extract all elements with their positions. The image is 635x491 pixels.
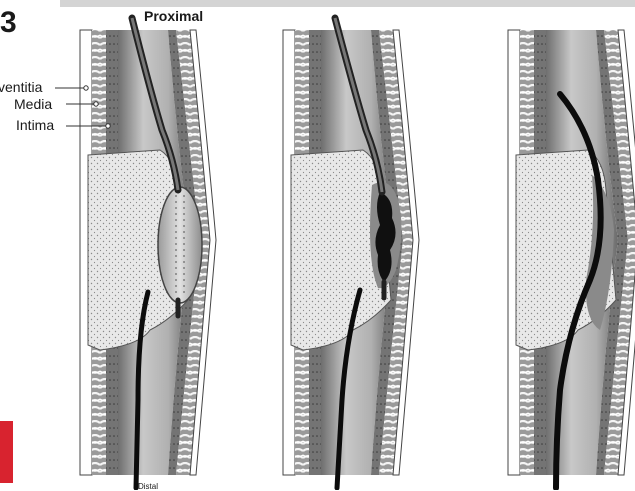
balloon-shape [158,187,202,303]
panel-2-dissection [283,18,419,488]
intima-label: Intima [16,117,54,133]
top-border-band [60,0,635,7]
proximal-label: Proximal [144,8,203,24]
panel-3-subintimal-wire [508,30,635,488]
panel-letter: 3 [0,8,17,38]
red-side-tab [0,421,13,483]
panel-1-balloon [80,18,216,488]
media-label: Media [14,96,52,112]
adventitia-label: ventitia [0,79,42,95]
